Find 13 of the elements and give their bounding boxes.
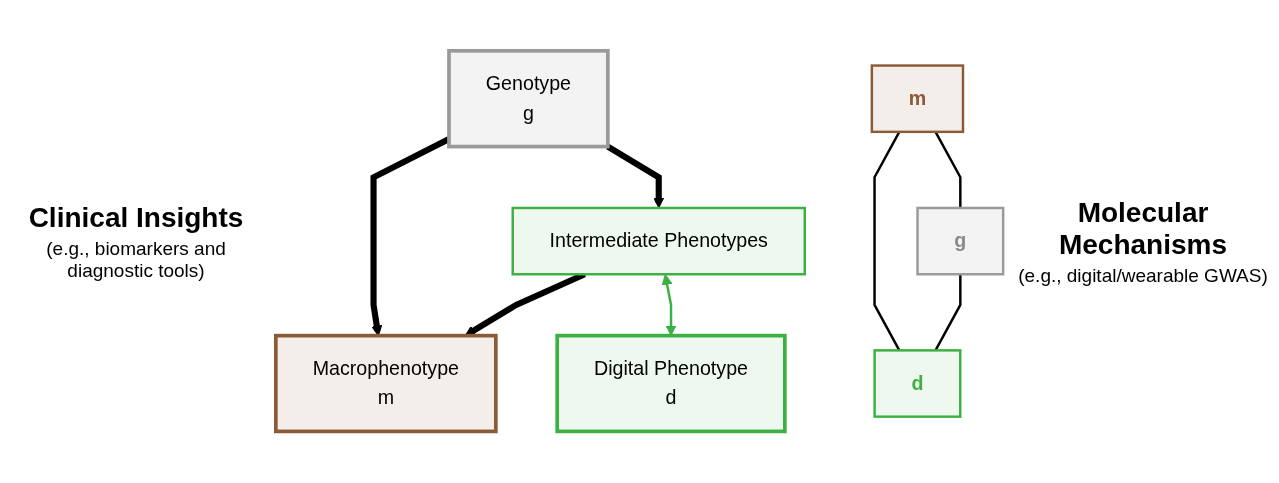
heading-label: Clinical Insights: [27, 201, 245, 234]
node-box: Intermediate Phenotypes: [511, 207, 806, 276]
heading-label: Molecular Mechanisms: [1057, 196, 1229, 261]
arrow: [661, 274, 677, 337]
node-box: Digital Phenotype d: [555, 334, 787, 434]
node-box: m: [870, 64, 965, 134]
note-label: (e.g., biomarkers and diagnostic tools): [45, 237, 227, 282]
node-box: g: [916, 207, 1005, 276]
arrow: [606, 144, 665, 209]
note-label: (e.g., digital/wearable GWAS): [1017, 264, 1269, 287]
node-box: d: [873, 349, 962, 419]
node-box: Genotype g: [447, 49, 610, 149]
node-box: Macrophenotype m: [274, 334, 498, 434]
